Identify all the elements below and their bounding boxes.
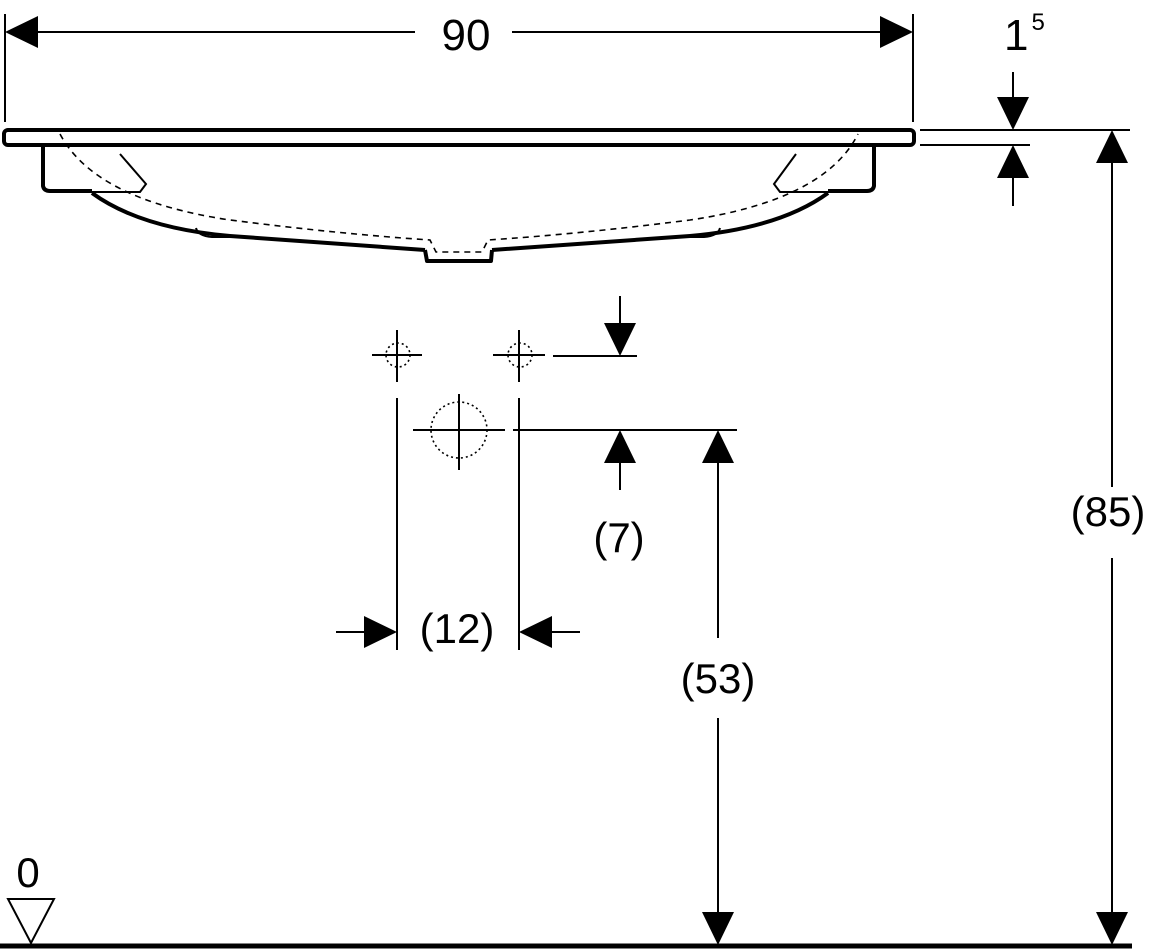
- tap-offset-label: (7): [593, 514, 644, 561]
- basin-left-skirt: [41, 146, 92, 193]
- basin-right-skirt: [828, 146, 876, 193]
- floor-level-marker-icon: [6, 898, 56, 946]
- width-dimension: 90: [4, 11, 914, 122]
- basin-foot-right: [684, 227, 721, 238]
- basin-outline: [2, 128, 916, 263]
- basin-foot-left: [195, 227, 232, 238]
- basin-left-support: [92, 153, 148, 193]
- rim-thickness-base: 1: [1004, 11, 1028, 60]
- tap-spacing-dimension: (12): [336, 398, 580, 652]
- floor-level: 0: [0, 849, 1132, 949]
- basin-bowl-left: [90, 191, 426, 252]
- tap-spacing-arrow-left: [364, 616, 397, 648]
- basin-rim: [2, 128, 916, 147]
- rim-thickness-sup: 5: [1031, 9, 1044, 36]
- drain-height-arrow-bottom: [702, 912, 734, 945]
- width-label: 90: [442, 11, 491, 60]
- tap-spacing-label: (12): [420, 605, 495, 652]
- drain-hole: [413, 394, 505, 470]
- tap-offset-dimension: (7): [513, 296, 737, 561]
- floor-level-label: 0: [16, 849, 39, 896]
- tap-offset-arrow-top: [604, 323, 636, 356]
- drain-height-arrow-top: [702, 430, 734, 463]
- basin-drain-outlet: [423, 249, 494, 263]
- rim-arrow-bottom: [997, 145, 1029, 178]
- width-arrow-left: [5, 16, 38, 48]
- tap-hole-left: [372, 330, 422, 382]
- tap-hole-right: [493, 330, 545, 382]
- basin-bowl-right: [491, 191, 830, 252]
- basin-inner-bowl-hidden: [59, 133, 859, 253]
- total-height-label: (85): [1071, 488, 1146, 535]
- width-arrow-right: [880, 16, 913, 48]
- basin-right-support: [772, 153, 828, 193]
- drain-height-dimension: (53): [681, 430, 756, 945]
- tap-offset-arrow-bottom: [604, 430, 636, 463]
- total-height-dimension: (85): [1071, 130, 1146, 945]
- total-height-arrow-bottom: [1096, 912, 1128, 945]
- drain-height-label: (53): [681, 655, 756, 702]
- tap-spacing-arrow-right: [519, 616, 552, 648]
- total-height-arrow-top: [1096, 130, 1128, 163]
- rim-arrow-top: [997, 97, 1029, 130]
